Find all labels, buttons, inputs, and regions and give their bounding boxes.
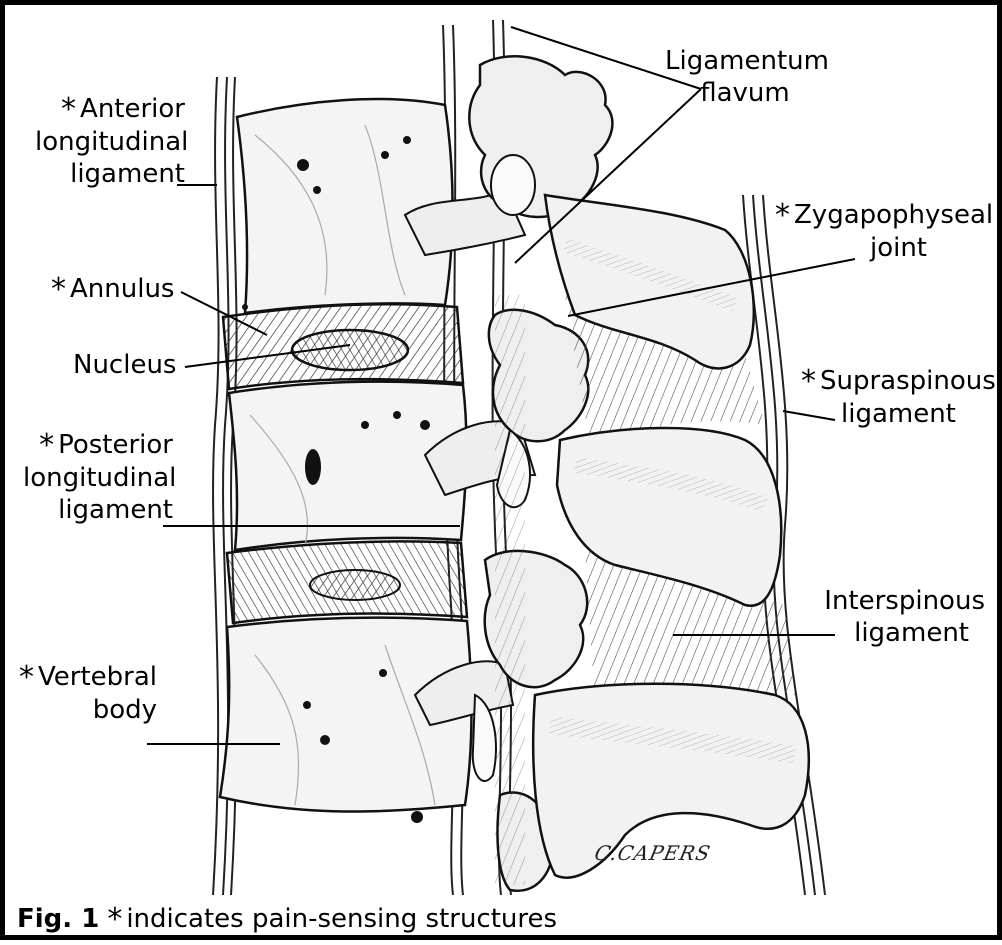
label-interspinous-ligament: Interspinous ligament <box>805 585 985 649</box>
label-anterior-longitudinal-ligament: *Anterior longitudinal ligament <box>35 93 185 190</box>
label-vertebral-body: *Vertebral body <box>17 661 157 726</box>
asterisk-marker: * <box>39 428 54 463</box>
label-zygapophyseal-joint: *Zygapophyseal joint <box>775 199 985 264</box>
label-annulus: *Annulus <box>51 273 174 306</box>
asterisk-marker: * <box>107 902 122 937</box>
vertebral-body-upper <box>237 99 453 313</box>
artist-signature: C.CAPERS <box>592 841 713 865</box>
caption-text: indicates pain-sensing structures <box>126 904 557 934</box>
label-nucleus: Nucleus <box>73 349 176 381</box>
label-ligamentum-flavum: Ligamentum flavum <box>665 45 825 109</box>
asterisk-marker: * <box>775 198 790 233</box>
label-posterior-longitudinal-ligament: *Posterior longitudinal ligament <box>23 429 173 526</box>
figure-number: Fig. 1 <box>17 904 99 934</box>
figure-caption: Fig. 1 *indicates pain-sensing structures <box>17 903 557 936</box>
asterisk-marker: * <box>61 92 76 127</box>
asterisk-marker: * <box>19 660 34 695</box>
asterisk-marker: * <box>51 272 66 307</box>
asterisk-marker: * <box>801 364 816 399</box>
label-supraspinous-ligament: *Supraspinous ligament <box>801 365 996 430</box>
